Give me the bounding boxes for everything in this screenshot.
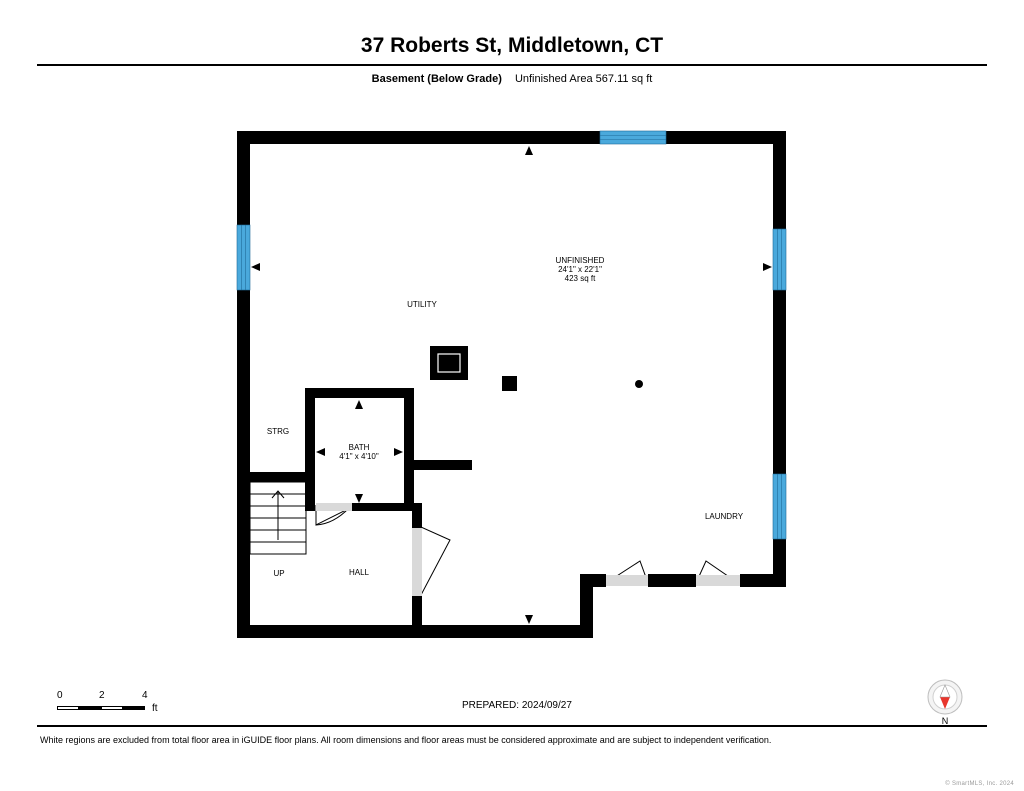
scale-segment: [101, 706, 123, 710]
interior-walls: [237, 388, 472, 632]
hall-wall-right: [412, 503, 422, 528]
area-summary: Unfinished Area 567.11 sq ft: [514, 73, 653, 85]
label-laundry: LAUNDRY: [705, 512, 744, 521]
bath-wall-left: [305, 388, 315, 511]
scale-unit: ft: [152, 703, 158, 714]
wall-bottom-right-1: [580, 574, 606, 587]
utility-wall-stub: [414, 460, 472, 470]
label-hall: HALL: [349, 568, 370, 577]
scale-tick-2: 2: [99, 690, 105, 701]
wall-bottom-right-2: [648, 574, 696, 587]
window-right-upper: [772, 228, 787, 291]
label-unfinished-area: 423 sq ft: [565, 274, 596, 283]
compass: N: [927, 679, 963, 726]
wall-bottom-right-3: [740, 574, 786, 587]
windows: [236, 130, 787, 540]
disclaimer: White regions are excluded from total fl…: [40, 735, 772, 745]
chimney: [430, 346, 468, 380]
page-title: 37 Roberts St, Middletown, CT: [360, 34, 664, 57]
window-left: [236, 224, 251, 291]
bath-wall-top: [305, 388, 414, 398]
lally-column: [635, 380, 643, 388]
label-unfinished-dims: 24'1" x 22'1": [558, 265, 602, 274]
scale-tick-0: 0: [57, 690, 63, 701]
floor-level: Basement (Below Grade): [371, 73, 502, 85]
scale-tick-4: 4: [142, 690, 148, 701]
prepared-date: PREPARED: 2024/09/27: [462, 700, 572, 711]
bath-wall-right: [404, 388, 414, 508]
label-bath: BATH: [349, 443, 370, 452]
label-utility: UTILITY: [407, 300, 437, 309]
label-bath-dims: 4'1" x 4'10": [339, 452, 379, 461]
room-labels: UNFINISHED 24'1" x 22'1" 423 sq ft UTILI…: [267, 256, 744, 578]
wall-left: [237, 131, 250, 638]
dimension-arrows: [251, 146, 772, 624]
hall-wall-right-lower: [412, 596, 422, 632]
strg-wall: [237, 472, 315, 482]
scale-bar: 0 2 4 ft: [55, 690, 165, 716]
footer-rule: [37, 725, 987, 727]
compass-north-label: N: [941, 716, 949, 726]
floor-subtitle: Basement (Below Grade) Unfinished Area 5…: [0, 73, 1024, 85]
header-rule: [37, 64, 987, 66]
scale-segment: [57, 706, 79, 710]
compass-rose-icon: [927, 679, 963, 715]
label-strg: STRG: [267, 427, 289, 436]
stairs: [249, 481, 307, 555]
hall-door: [420, 526, 451, 596]
wall-bottom-notch: [580, 574, 593, 638]
support-post: [502, 376, 517, 391]
window-top: [599, 130, 667, 145]
bath-wall-bottom: [352, 503, 422, 511]
scale-segment: [79, 706, 101, 710]
copyright: © SmartMLS, Inc. 2024: [945, 781, 1014, 787]
door-openings: [316, 503, 740, 596]
fixtures: [430, 346, 643, 391]
scale-segment: [123, 706, 145, 710]
label-up: UP: [273, 569, 284, 578]
window-right-lower: [772, 473, 787, 540]
wall-top: [237, 131, 786, 144]
label-unfinished: UNFINISHED: [556, 256, 605, 265]
